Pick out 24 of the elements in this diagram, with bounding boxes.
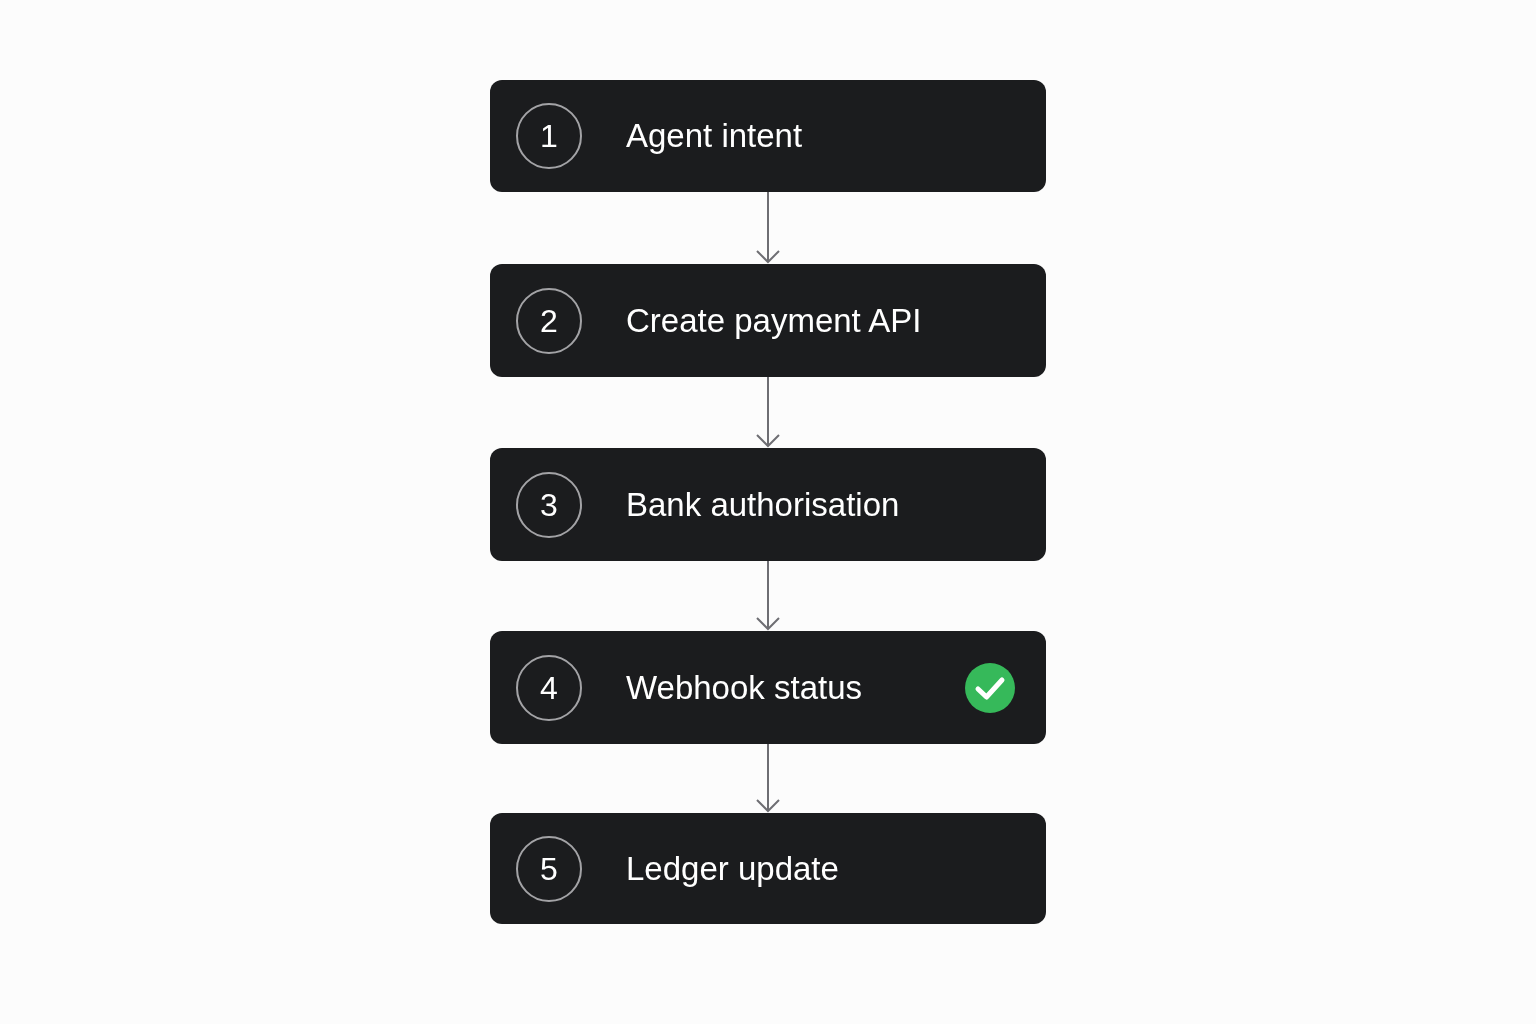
arrow — [756, 560, 780, 630]
step-circle — [516, 471, 582, 538]
arrow — [756, 191, 780, 263]
step-title: Agent intent — [626, 119, 803, 152]
step-box — [490, 80, 1046, 192]
step-title: Bank authorisation — [626, 487, 900, 521]
step-title: Webhook status — [626, 670, 863, 704]
step-number: 3 — [540, 488, 558, 521]
step-number: 2 — [540, 304, 558, 337]
step-circle — [516, 287, 582, 354]
step-circle — [516, 654, 582, 721]
arrow — [756, 376, 780, 447]
step-number: 5 — [540, 852, 558, 885]
step-box — [490, 813, 1046, 924]
step-box — [490, 631, 1046, 744]
step-box — [490, 264, 1046, 377]
step-title: Ledger update — [626, 851, 839, 885]
step-box — [490, 448, 1046, 561]
arrow — [756, 743, 780, 812]
step-circle — [516, 835, 582, 902]
step-title: Create payment API — [626, 303, 922, 337]
step-circle — [516, 103, 582, 169]
step-number: 4 — [540, 671, 558, 704]
step-number: 1 — [540, 120, 558, 152]
